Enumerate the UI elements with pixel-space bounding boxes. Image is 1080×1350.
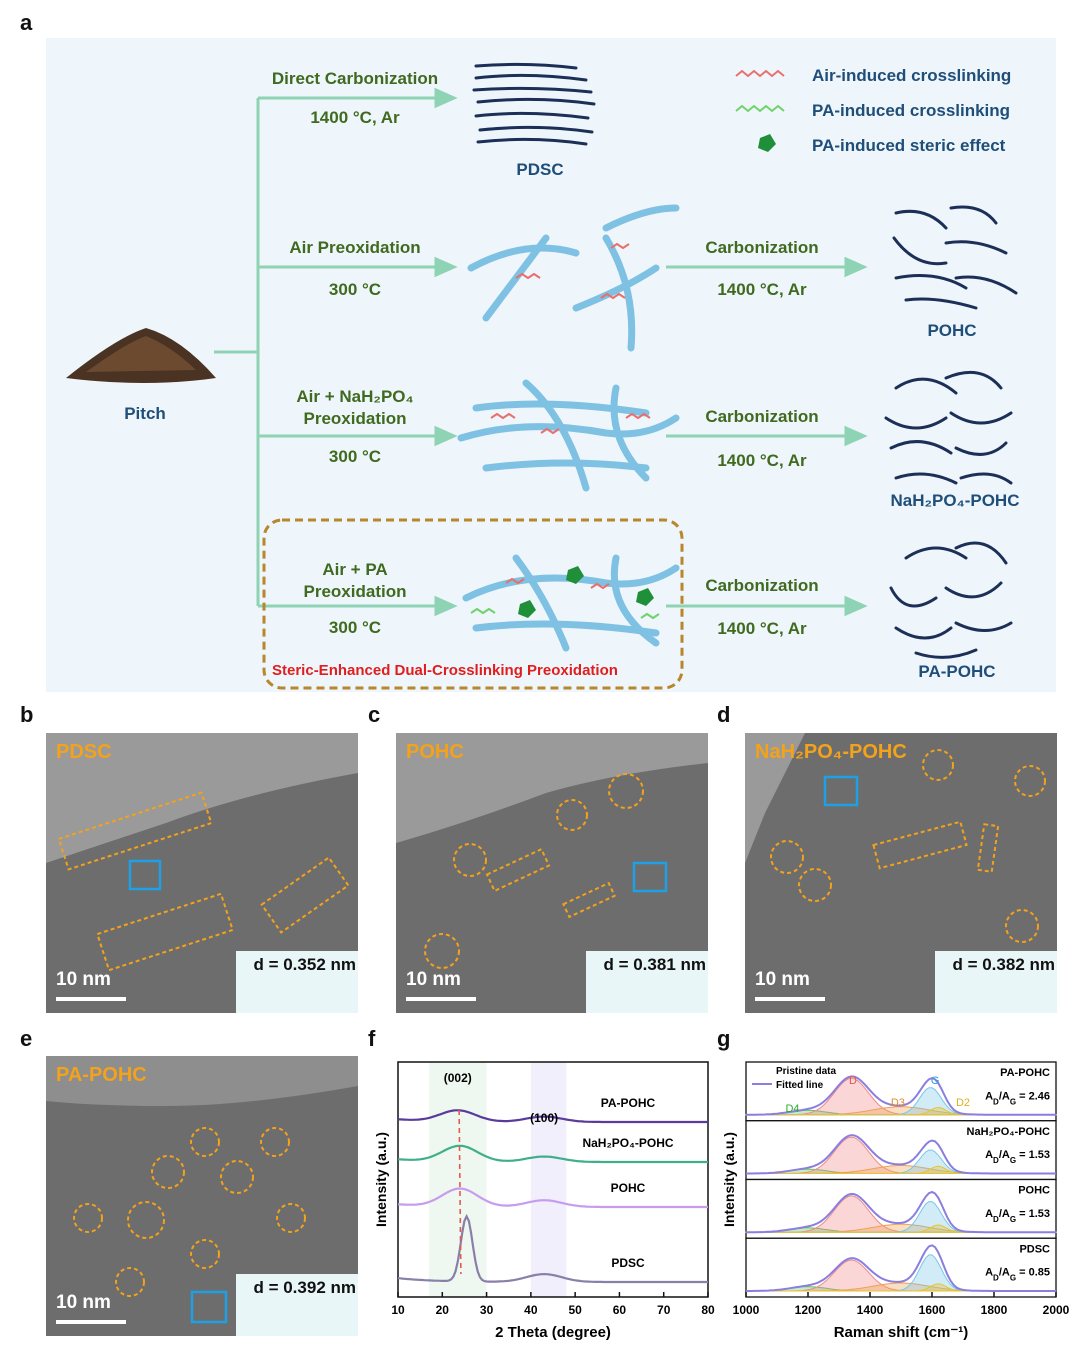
raman-tick-label: 1000 [733,1303,760,1317]
xrd-series-label: POHC [611,1181,646,1195]
route3-step-line2: Preoxidation [255,408,455,430]
tem-label-nah2po4-pohc: NaH₂PO₄-POHC [755,741,907,764]
tem-label-pdsc: PDSC [56,741,112,764]
scale-bar-pohc [406,997,476,1001]
annotation-100: (100) [530,1111,558,1125]
tem-image-pdsc: PDSC 10 nm d = 0.352 nm [46,733,358,1013]
raman-series-label: POHC [1018,1185,1050,1197]
route3-carbonization: Carbonization [672,406,852,428]
raman-band-label: G [931,1075,940,1087]
xrd-xlabel: 2 Theta (degree) [495,1324,611,1341]
raman-band-label: D [849,1075,857,1087]
peak-100-band [531,1062,566,1297]
scale-bar-pdsc [56,997,126,1001]
route2-condition: 300 °C [255,279,455,301]
raman-series-label: NaH₂PO₄-POHC [967,1126,1051,1138]
xrd-tick-label: 40 [524,1303,538,1317]
route4-product: PA-POHC [892,662,1022,682]
legend-pa-icon [736,106,784,111]
route1-condition: 1400 °C, Ar [255,107,455,129]
xrd-chart: PA-POHC NaH₂PO₄-POHC POHC PDSC (002) (100) 10 2… [372,1050,722,1350]
raman-tick-label: 1800 [981,1303,1008,1317]
raman-band-label: D3 [891,1097,905,1109]
route4-step-line1: Air + PA [255,559,455,581]
route1-product: PDSC [480,160,600,180]
scale-label-pa-pohc: 10 nm [56,1292,111,1314]
raman-legend-pristine: Pristine data [776,1066,836,1077]
d-spacing-pohc: d = 0.381 nm [603,955,706,975]
xrd-tick-label: 30 [480,1303,494,1317]
tem-image-pohc: POHC 10 nm d = 0.381 nm [396,733,708,1013]
route3-product: NaH₂PO₄-POHC [860,491,1050,511]
xrd-tick-label: 80 [701,1303,715,1317]
scale-bar-pa-pohc [56,1320,126,1324]
tem-image-nah2po4-pohc: NaH₂PO₄-POHC 10 nm d = 0.382 nm [745,733,1057,1013]
panel-label-g: g [717,1026,730,1052]
xrd-tick-label: 70 [657,1303,671,1317]
panel-label-f: f [368,1026,375,1052]
raman-ylabel: Intensity (a.u.) [721,1132,737,1227]
route4-step-line2: Preoxidation [255,581,455,603]
xrd-tick-label: 10 [391,1303,405,1317]
tem-label-pa-pohc: PA-POHC [56,1064,147,1087]
panel-label-d: d [717,702,730,728]
xrd-ylabel: Intensity (a.u.) [373,1132,389,1227]
raman-tick-label: 1200 [795,1303,822,1317]
route3-carb-condition: 1400 °C, Ar [672,450,852,472]
legend-air: Air-induced crosslinking [812,66,1011,86]
scale-bar-nah2po4-pohc [755,997,825,1001]
pitch-image [66,328,216,383]
xrd-tick-label: 20 [436,1303,450,1317]
route3-step-line1: Air + NaH₂PO₄ [255,386,455,408]
legend-pa: PA-induced crosslinking [812,101,1010,121]
raman-band-label: D2 [956,1097,970,1109]
d-spacing-pdsc: d = 0.352 nm [253,955,356,975]
tem-image-pa-pohc: PA-POHC 10 nm d = 0.392 nm [46,1056,358,1336]
xrd-series-label: PA-POHC [601,1096,656,1110]
scale-label-pdsc: 10 nm [56,969,111,991]
raman-series-label: PDSC [1019,1243,1050,1255]
scale-label-pohc: 10 nm [406,969,461,991]
annotation-002: (002) [444,1071,472,1085]
panel-label-a: a [20,10,32,36]
pitch-label: Pitch [100,404,190,424]
raman-tick-label: 2000 [1043,1303,1070,1317]
route4-carbonization: Carbonization [672,575,852,597]
route1-step: Direct Carbonization [255,68,455,90]
tem-label-pohc: POHC [406,741,464,764]
d-spacing-nah2po4-pohc: d = 0.382 nm [952,955,1055,975]
route4-carb-condition: 1400 °C, Ar [672,618,852,640]
xrd-series-label: NaH₂PO₄-POHC [582,1136,673,1150]
route4-condition: 300 °C [255,617,455,639]
raman-series-label: PA-POHC [1000,1067,1050,1079]
panel-label-b: b [20,702,33,728]
route2-step: Air Preoxidation [255,237,455,259]
raman-tick-label: 1400 [857,1303,884,1317]
panel-label-c: c [368,702,380,728]
legend-steric-icon [758,134,776,152]
xrd-tick-label: 50 [568,1303,582,1317]
route3-condition: 300 °C [255,446,455,468]
route2-carbonization: Carbonization [672,237,852,259]
raman-band-label: D4 [785,1103,799,1115]
xrd-series-label: PDSC [611,1256,645,1270]
legend-air-icon [736,71,784,76]
d-spacing-pa-pohc: d = 0.392 nm [253,1278,356,1298]
route2-product: POHC [892,321,1012,341]
raman-tick-label: 1600 [919,1303,946,1317]
xrd-tick-label: 60 [613,1303,627,1317]
raman-xlabel: Raman shift (cm⁻¹) [834,1324,969,1341]
highlight-label: Steric-Enhanced Dual-Crosslinking Preoxi… [272,662,618,679]
panel-label-e: e [20,1026,32,1052]
legend-steric: PA-induced steric effect [812,136,1005,156]
raman-legend-fitted: Fitted line [776,1080,824,1091]
route2-carb-condition: 1400 °C, Ar [672,279,852,301]
scale-label-nah2po4-pohc: 10 nm [755,969,810,991]
